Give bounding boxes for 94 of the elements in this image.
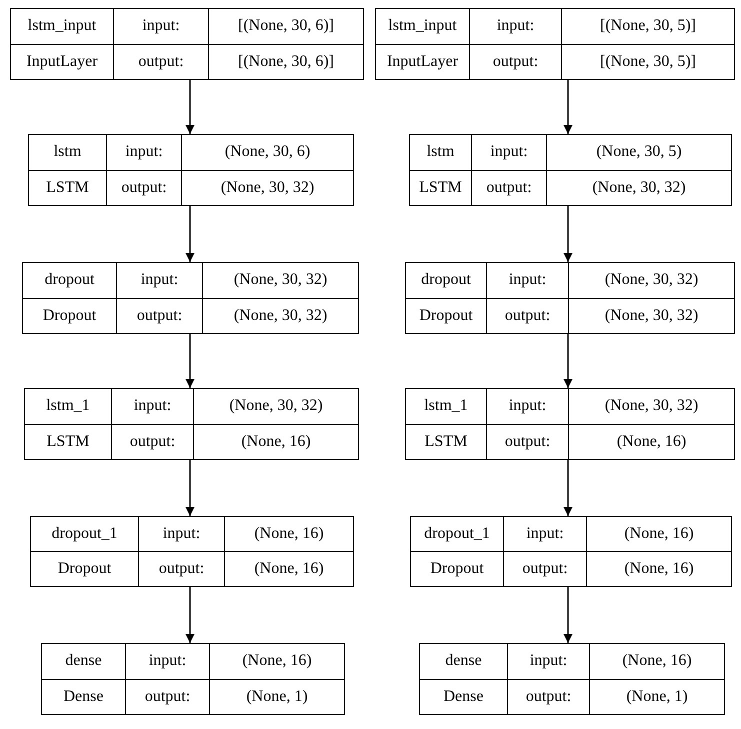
shape-value: (None, 16) (569, 424, 734, 459)
shape-value: (None, 1) (590, 680, 724, 714)
port-label: output: (114, 44, 208, 79)
layer-table (24, 388, 359, 460)
layer-table (419, 643, 725, 715)
shape-value: (None, 30, 32) (547, 170, 731, 205)
port-label: input: (126, 644, 209, 678)
shape-value: (None, 30, 32) (203, 298, 358, 333)
layer-table (405, 388, 735, 460)
layer-type: LSTM (406, 424, 486, 459)
arrow (564, 587, 572, 643)
layer-name: lstm_input (11, 9, 113, 44)
layer-name: lstm_1 (406, 389, 486, 424)
port-label: input: (112, 389, 193, 424)
layer-table (28, 134, 354, 206)
port-label: input: (114, 9, 208, 44)
layer-table (405, 262, 735, 334)
port-label: input: (504, 517, 586, 551)
shape-value: (None, 30, 5) (547, 135, 731, 170)
port-label: output: (126, 680, 209, 714)
shape-value: (None, 30, 32) (203, 263, 358, 298)
layer-type: LSTM (410, 170, 471, 205)
arrow (186, 206, 194, 262)
shape-value: [(None, 30, 5)] (562, 9, 734, 44)
shape-value: (None, 16) (225, 552, 353, 586)
layer-table (375, 8, 735, 80)
port-label: output: (112, 424, 193, 459)
layer-type: LSTM (29, 170, 106, 205)
shape-value: (None, 1) (210, 680, 344, 714)
layer-type: InputLayer (11, 44, 113, 79)
port-label: output: (470, 44, 561, 79)
port-label: output: (487, 424, 568, 459)
layer-name: dropout_1 (411, 517, 503, 551)
shape-value: (None, 30, 32) (569, 263, 734, 298)
port-label: input: (487, 263, 568, 298)
layer-type: Dropout (23, 298, 116, 333)
shape-value: (None, 16) (225, 517, 353, 551)
arrow (186, 80, 194, 134)
arrow (186, 460, 194, 516)
arrow (564, 334, 572, 388)
arrow (564, 80, 572, 134)
shape-value: (None, 30, 32) (182, 170, 353, 205)
arrow (186, 334, 194, 388)
port-label: input: (472, 135, 546, 170)
layer-name: lstm_1 (25, 389, 111, 424)
shape-value: (None, 16) (587, 552, 731, 586)
shape-value: [(None, 30, 5)] (562, 44, 734, 79)
layer-type: Dropout (31, 552, 138, 586)
layer-name: dense (42, 644, 125, 678)
port-label: input: (117, 263, 202, 298)
layer-type: Dropout (411, 552, 503, 586)
port-label: input: (508, 644, 589, 678)
shape-value: (None, 16) (590, 644, 724, 678)
layer-name: dense (420, 644, 507, 678)
layer-type: Dense (42, 680, 125, 714)
port-label: output: (107, 170, 181, 205)
shape-value: (None, 30, 32) (194, 389, 358, 424)
layer-table (410, 516, 732, 587)
layer-name: lstm (29, 135, 106, 170)
layer-table (409, 134, 732, 206)
shape-value: (None, 16) (587, 517, 731, 551)
layer-type: InputLayer (376, 44, 469, 79)
port-label: input: (139, 517, 224, 551)
port-label: output: (504, 552, 586, 586)
shape-value: (None, 30, 32) (569, 389, 734, 424)
layer-name: dropout_1 (31, 517, 138, 551)
layer-type: LSTM (25, 424, 111, 459)
layer-name: dropout (406, 263, 486, 298)
shape-value: (None, 30, 32) (569, 298, 734, 333)
port-label: input: (470, 9, 561, 44)
arrow (186, 587, 194, 643)
layer-name: lstm (410, 135, 471, 170)
shape-value: (None, 30, 6) (182, 135, 353, 170)
shape-value: [(None, 30, 6)] (209, 44, 363, 79)
layer-type: Dropout (406, 298, 486, 333)
shape-value: (None, 16) (194, 424, 358, 459)
port-label: output: (487, 298, 568, 333)
layer-table (30, 516, 354, 587)
arrow (564, 460, 572, 516)
layer-table (41, 643, 345, 715)
layer-name: lstm_input (376, 9, 469, 44)
arrow (564, 206, 572, 262)
layer-name: dropout (23, 263, 116, 298)
port-label: input: (107, 135, 181, 170)
port-label: output: (139, 552, 224, 586)
port-label: output: (117, 298, 202, 333)
port-label: output: (508, 680, 589, 714)
layer-type: Dense (420, 680, 507, 714)
shape-value: [(None, 30, 6)] (209, 9, 363, 44)
shape-value: (None, 16) (210, 644, 344, 678)
layer-table (22, 262, 359, 334)
port-label: input: (487, 389, 568, 424)
layer-table (10, 8, 364, 80)
port-label: output: (472, 170, 546, 205)
